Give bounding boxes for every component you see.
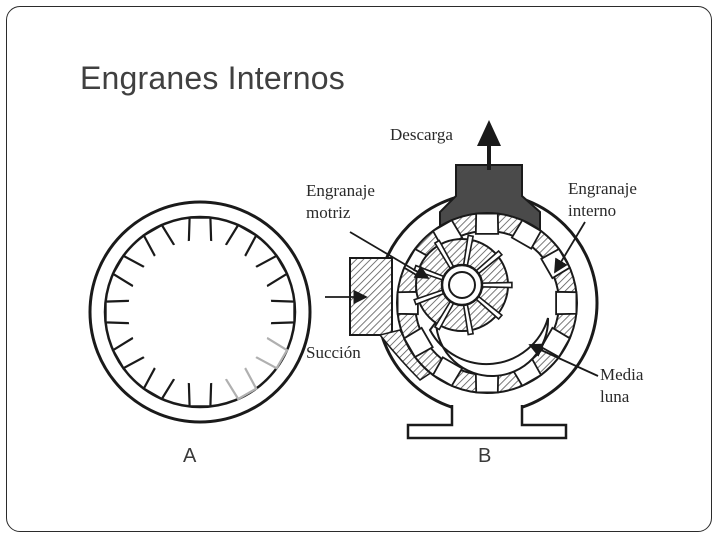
pump-ring-tooth-gap bbox=[510, 218, 543, 250]
drive-gear-spokes bbox=[413, 234, 513, 336]
label-engranaje-interno-line1: Engranaje bbox=[568, 179, 637, 198]
pump-ring-tooth-gap bbox=[474, 212, 500, 235]
label-media-luna-line1: Media bbox=[600, 365, 644, 384]
ring-tooth-gap bbox=[187, 380, 213, 408]
label-media-luna-line2: luna bbox=[600, 387, 630, 406]
label-descarga: Descarga bbox=[390, 125, 453, 144]
panel-b-pump bbox=[325, 120, 599, 440]
slide-title: Engranes Internos bbox=[80, 60, 345, 96]
ring-tooth-gap bbox=[104, 299, 132, 325]
caption-b: B bbox=[478, 445, 491, 467]
pump-ring-tooth-gap bbox=[402, 326, 434, 359]
label-engranaje-motriz-line1: Engranaje bbox=[306, 181, 375, 200]
pump-ring-tooth-gap bbox=[555, 290, 578, 316]
caption-a: A bbox=[183, 445, 197, 467]
panel-a-internal-gear bbox=[88, 200, 312, 424]
label-engranaje-motriz-line2: motriz bbox=[306, 203, 351, 222]
pump-ring-tooth-gap bbox=[431, 356, 464, 388]
label-succion: Succión bbox=[306, 343, 361, 362]
label-engranaje-interno-line2: interno bbox=[568, 201, 616, 220]
drive-gear-tooth bbox=[479, 281, 513, 289]
ring-tooth-gap bbox=[187, 216, 213, 244]
ring-tooth-gap bbox=[268, 299, 296, 325]
